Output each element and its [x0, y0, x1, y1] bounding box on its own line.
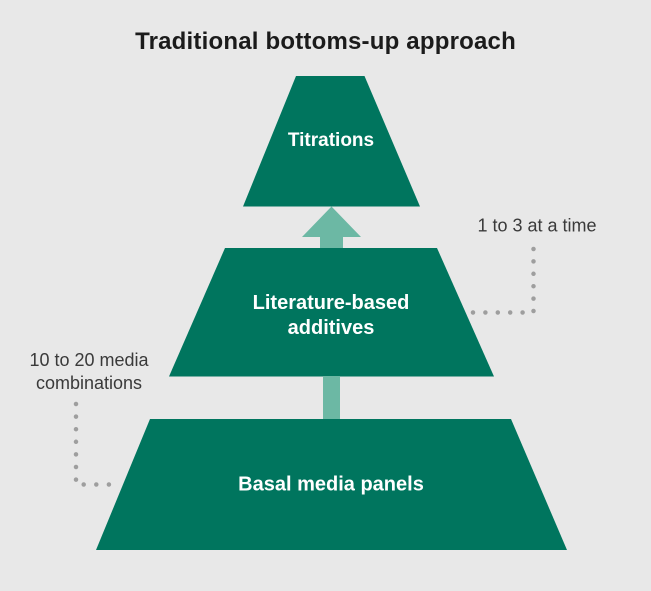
up-arrow-icon [302, 206, 361, 249]
annotation-left-line: 10 to 20 media [29, 350, 149, 370]
tier-label-line: Titrations [287, 130, 375, 151]
dotted-connector-right [469, 246, 536, 315]
dotted-connector-left [73, 401, 116, 487]
annotation-left-line: combinations [35, 373, 143, 393]
tier-label-titrations: Titrations [288, 130, 374, 152]
tier-label-basal-media-panels: Basal media panels [238, 474, 424, 497]
diagram-title: Traditional bottoms-up approach [135, 28, 516, 55]
tier-shape-literature-based-additives [169, 248, 494, 377]
tier-shape-titrations [243, 76, 420, 207]
tier-shape-basal-media-panels [96, 419, 567, 550]
annotation-left: 10 to 20 media combinations [29, 349, 148, 395]
tier-label-line: Literature-based [252, 292, 410, 314]
tier-label-line: additives [287, 317, 375, 339]
tier-label-line: Basal media panels [238, 473, 424, 496]
tier-label-literature-based-additives: Literature-based additives [253, 291, 410, 341]
annotation-right: 1 to 3 at a time [477, 215, 597, 236]
arrow-shaft [323, 376, 340, 420]
